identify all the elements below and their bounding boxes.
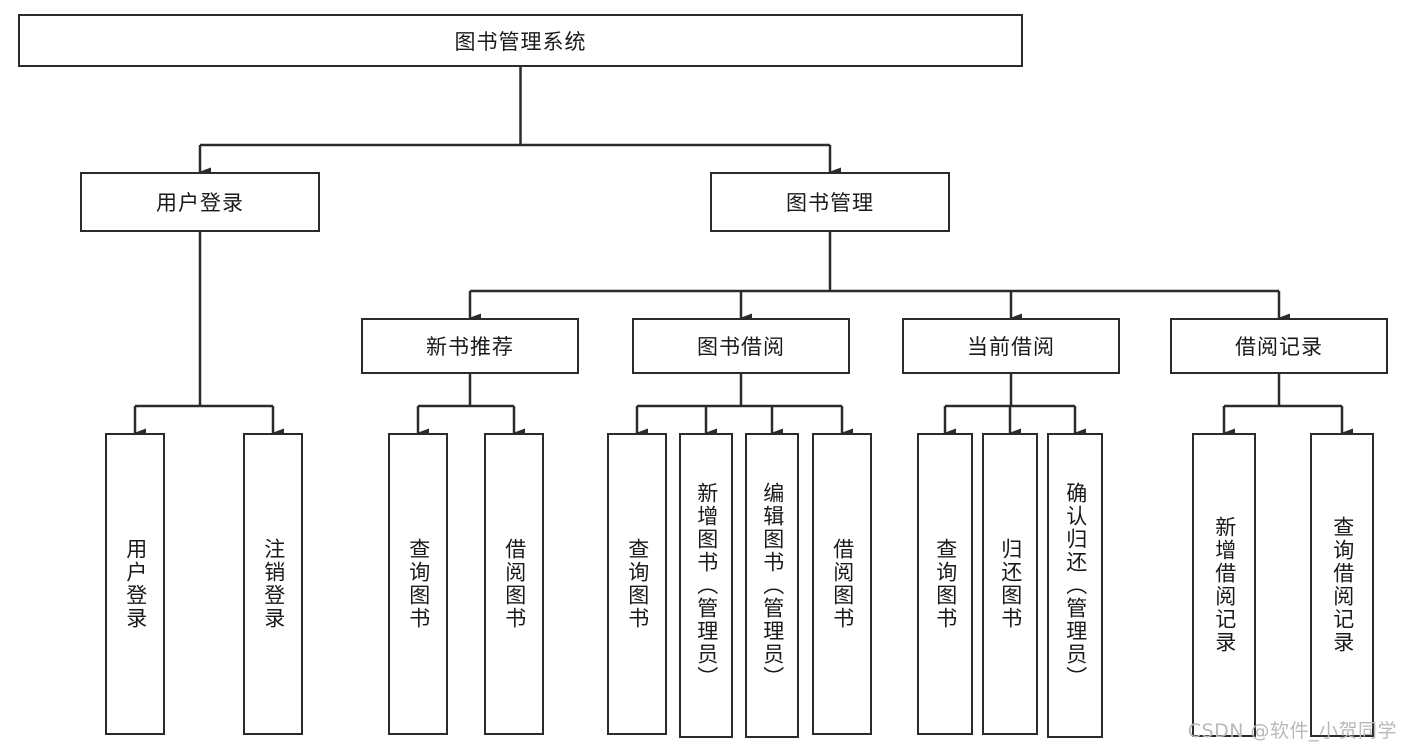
- node-l-q1[interactable]: 查询图书: [388, 433, 448, 735]
- edge-group: [133, 67, 1353, 438]
- node-l-b1[interactable]: 借阅图书: [484, 433, 544, 735]
- node-label-borrow: 图书借阅: [697, 335, 785, 359]
- node-label-l-addrec: 新增借阅记录: [1212, 516, 1237, 654]
- node-label-current: 当前借阅: [967, 335, 1055, 359]
- node-label-l-q3: 查询图书: [933, 538, 958, 630]
- node-l-ret[interactable]: 归还图书: [982, 433, 1038, 735]
- watermark-text: CSDN @软件_小贺同学: [1187, 720, 1397, 742]
- node-label-l-q1: 查询图书: [406, 538, 431, 630]
- node-label-l-qryrec: 查询借阅记录: [1330, 516, 1355, 654]
- node-label-bookmgmt: 图书管理: [786, 191, 874, 215]
- node-l-login[interactable]: 用户登录: [105, 433, 165, 735]
- node-l-q2[interactable]: 查询图书: [607, 433, 667, 735]
- node-records[interactable]: 借阅记录: [1170, 318, 1388, 374]
- node-l-edit[interactable]: 编辑图书（管理员）: [745, 433, 799, 738]
- node-l-b2[interactable]: 借阅图书: [812, 433, 872, 735]
- node-label-l-b2: 借阅图书: [830, 538, 855, 630]
- node-label-l-b1: 借阅图书: [502, 538, 527, 630]
- node-label-login: 用户登录: [156, 191, 244, 215]
- node-l-add[interactable]: 新增图书（管理员）: [679, 433, 733, 738]
- node-borrow[interactable]: 图书借阅: [632, 318, 850, 374]
- node-label-records: 借阅记录: [1235, 335, 1323, 359]
- node-l-q3[interactable]: 查询图书: [917, 433, 973, 735]
- node-label-l-q2: 查询图书: [625, 538, 650, 630]
- node-label-l-logout: 注销登录: [261, 538, 286, 630]
- node-l-logout[interactable]: 注销登录: [243, 433, 303, 735]
- node-label-l-login: 用户登录: [123, 538, 148, 630]
- node-label-l-add: 新增图书（管理员）: [694, 482, 719, 689]
- node-l-qryrec[interactable]: 查询借阅记录: [1310, 433, 1374, 737]
- node-login[interactable]: 用户登录: [80, 172, 320, 232]
- node-l-conf[interactable]: 确认归还（管理员）: [1047, 433, 1103, 738]
- node-current[interactable]: 当前借阅: [902, 318, 1120, 374]
- node-label-l-edit: 编辑图书（管理员）: [760, 482, 785, 689]
- node-label-l-conf: 确认归还（管理员）: [1063, 482, 1088, 689]
- node-label-root: 图书管理系统: [454, 29, 587, 54]
- node-bookmgmt[interactable]: 图书管理: [710, 172, 950, 232]
- node-newbook[interactable]: 新书推荐: [361, 318, 579, 374]
- node-label-l-ret: 归还图书: [998, 538, 1023, 630]
- node-root[interactable]: 图书管理系统: [18, 14, 1023, 67]
- node-label-newbook: 新书推荐: [426, 335, 514, 359]
- node-l-addrec[interactable]: 新增借阅记录: [1192, 433, 1256, 737]
